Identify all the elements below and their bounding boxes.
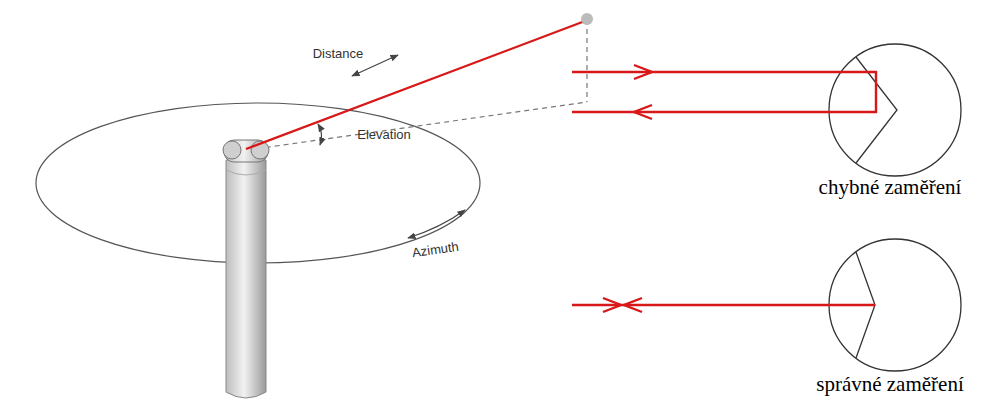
azimuth-arrow bbox=[408, 210, 465, 238]
tracker-pole bbox=[226, 160, 266, 398]
caption-label: chybné zaměření bbox=[819, 176, 962, 199]
projection-line bbox=[248, 102, 587, 150]
elevation-arrow bbox=[318, 124, 322, 145]
elevation-label: Elevation bbox=[357, 128, 410, 142]
projection-line bbox=[586, 20, 587, 102]
reflector-circle bbox=[829, 44, 961, 176]
target bbox=[581, 13, 593, 25]
laser-beam bbox=[246, 21, 585, 149]
laser-beam bbox=[572, 72, 876, 112]
beam-arrow bbox=[603, 298, 621, 312]
distance-label: Distance bbox=[313, 47, 364, 61]
caption-label: správné zaměření bbox=[816, 373, 964, 396]
beam-arrow bbox=[634, 105, 652, 119]
beam-arrow bbox=[624, 298, 642, 312]
beam-arrow bbox=[634, 65, 652, 79]
azimuth-label: Azimuth bbox=[411, 240, 460, 261]
